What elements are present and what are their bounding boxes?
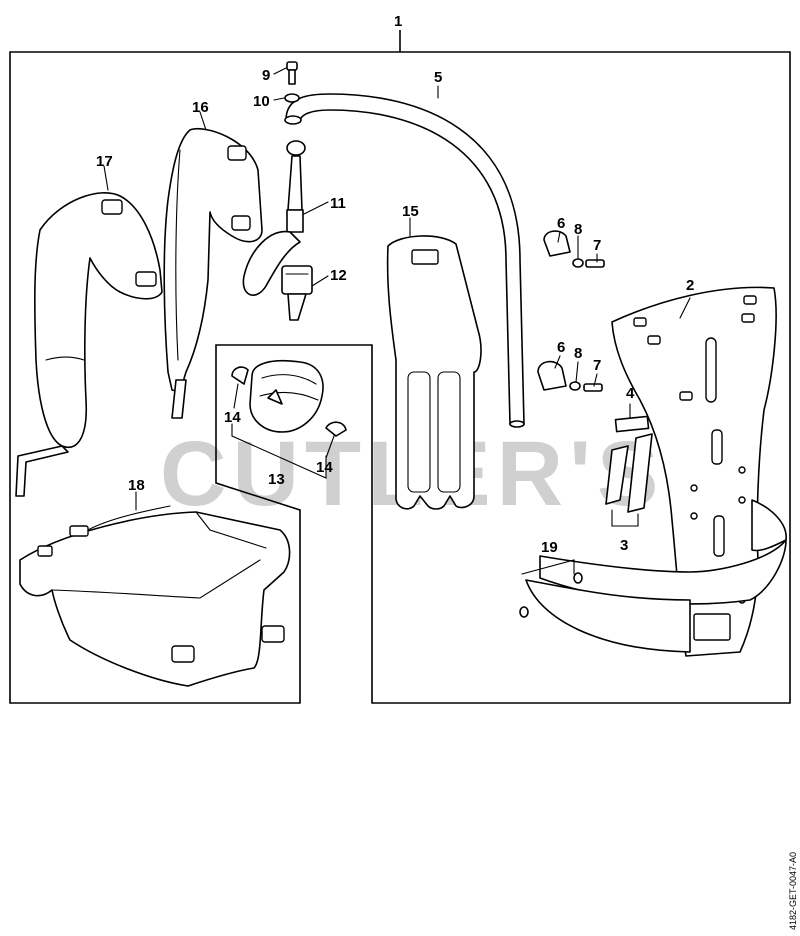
washer-part-10 (284, 93, 300, 103)
callout-13: 13 (268, 471, 285, 488)
clamp-part-6-lower (537, 360, 567, 391)
callout-6a: 6 (557, 215, 565, 232)
shoulder-strap-part-17 (15, 192, 163, 497)
shoulder-strap-part-16 (163, 128, 263, 419)
screw-part-7-lower (583, 383, 603, 392)
callout-14b: 14 (316, 459, 333, 476)
screw-part-7-upper (585, 259, 605, 268)
screw-part-9 (286, 61, 298, 85)
callout-leader-2 (679, 297, 691, 319)
assembly-outline (9, 51, 791, 704)
callout-11: 11 (330, 195, 346, 212)
callout-8b: 8 (574, 345, 582, 362)
callout-14a: 14 (224, 409, 241, 426)
callout-leader-3 (611, 509, 639, 527)
buckle-kit-part-13 (249, 360, 324, 433)
callout-5: 5 (434, 69, 442, 86)
screw-part-19 (519, 572, 583, 618)
clip-part-14-right (325, 421, 347, 437)
callout-7a: 7 (593, 237, 601, 254)
document-code: 4182-GET-0047-A0 (788, 852, 798, 930)
callout-leader-6a (557, 231, 561, 243)
callout-leader-6b (554, 355, 561, 369)
label-part-4 (614, 415, 650, 433)
clip-part-14-left (231, 366, 249, 385)
callout-leader-19 (521, 559, 575, 575)
washer-part-8-upper (572, 258, 584, 268)
callout-leader-9 (273, 67, 287, 75)
hip-belt-part-18 (19, 505, 291, 687)
callout-16: 16 (192, 99, 209, 116)
callout-2: 2 (686, 277, 694, 294)
callout-7b: 7 (593, 357, 601, 374)
callout-10: 10 (253, 93, 270, 110)
back-pad-part-15 (386, 235, 482, 510)
callout-leader-13 (231, 423, 327, 479)
buckle-part-12 (281, 265, 313, 321)
callout-19: 19 (541, 539, 558, 556)
callout-leader-11 (303, 201, 329, 215)
callout-4: 4 (626, 385, 635, 402)
callout-18: 18 (128, 477, 145, 494)
washer-part-8-lower (569, 381, 581, 391)
callout-8a: 8 (574, 221, 582, 238)
callout-leader-16 (199, 111, 207, 131)
tube-part-5 (284, 93, 525, 428)
callout-1: 1 (394, 13, 402, 30)
strap-part-11 (242, 140, 306, 296)
callout-leader-8b (575, 361, 579, 383)
callout-leader-17 (103, 165, 109, 191)
clamp-part-6-upper (543, 230, 571, 257)
callout-leader-10 (273, 97, 285, 101)
carrier-plate-part-2 (611, 286, 777, 657)
callout-leader-14a (233, 383, 239, 409)
callout-leader-12 (311, 275, 329, 287)
callout-17: 17 (96, 153, 113, 170)
callout-leader-7b (593, 373, 598, 387)
callout-3: 3 (620, 537, 628, 554)
callout-12: 12 (330, 267, 347, 284)
callout-leader-14b (325, 435, 335, 459)
callout-9: 9 (262, 67, 270, 84)
hip-band-part-2 (525, 499, 787, 653)
pad-strips-part-3 (605, 433, 653, 513)
callout-6b: 6 (557, 339, 565, 356)
callout-15: 15 (402, 203, 419, 220)
